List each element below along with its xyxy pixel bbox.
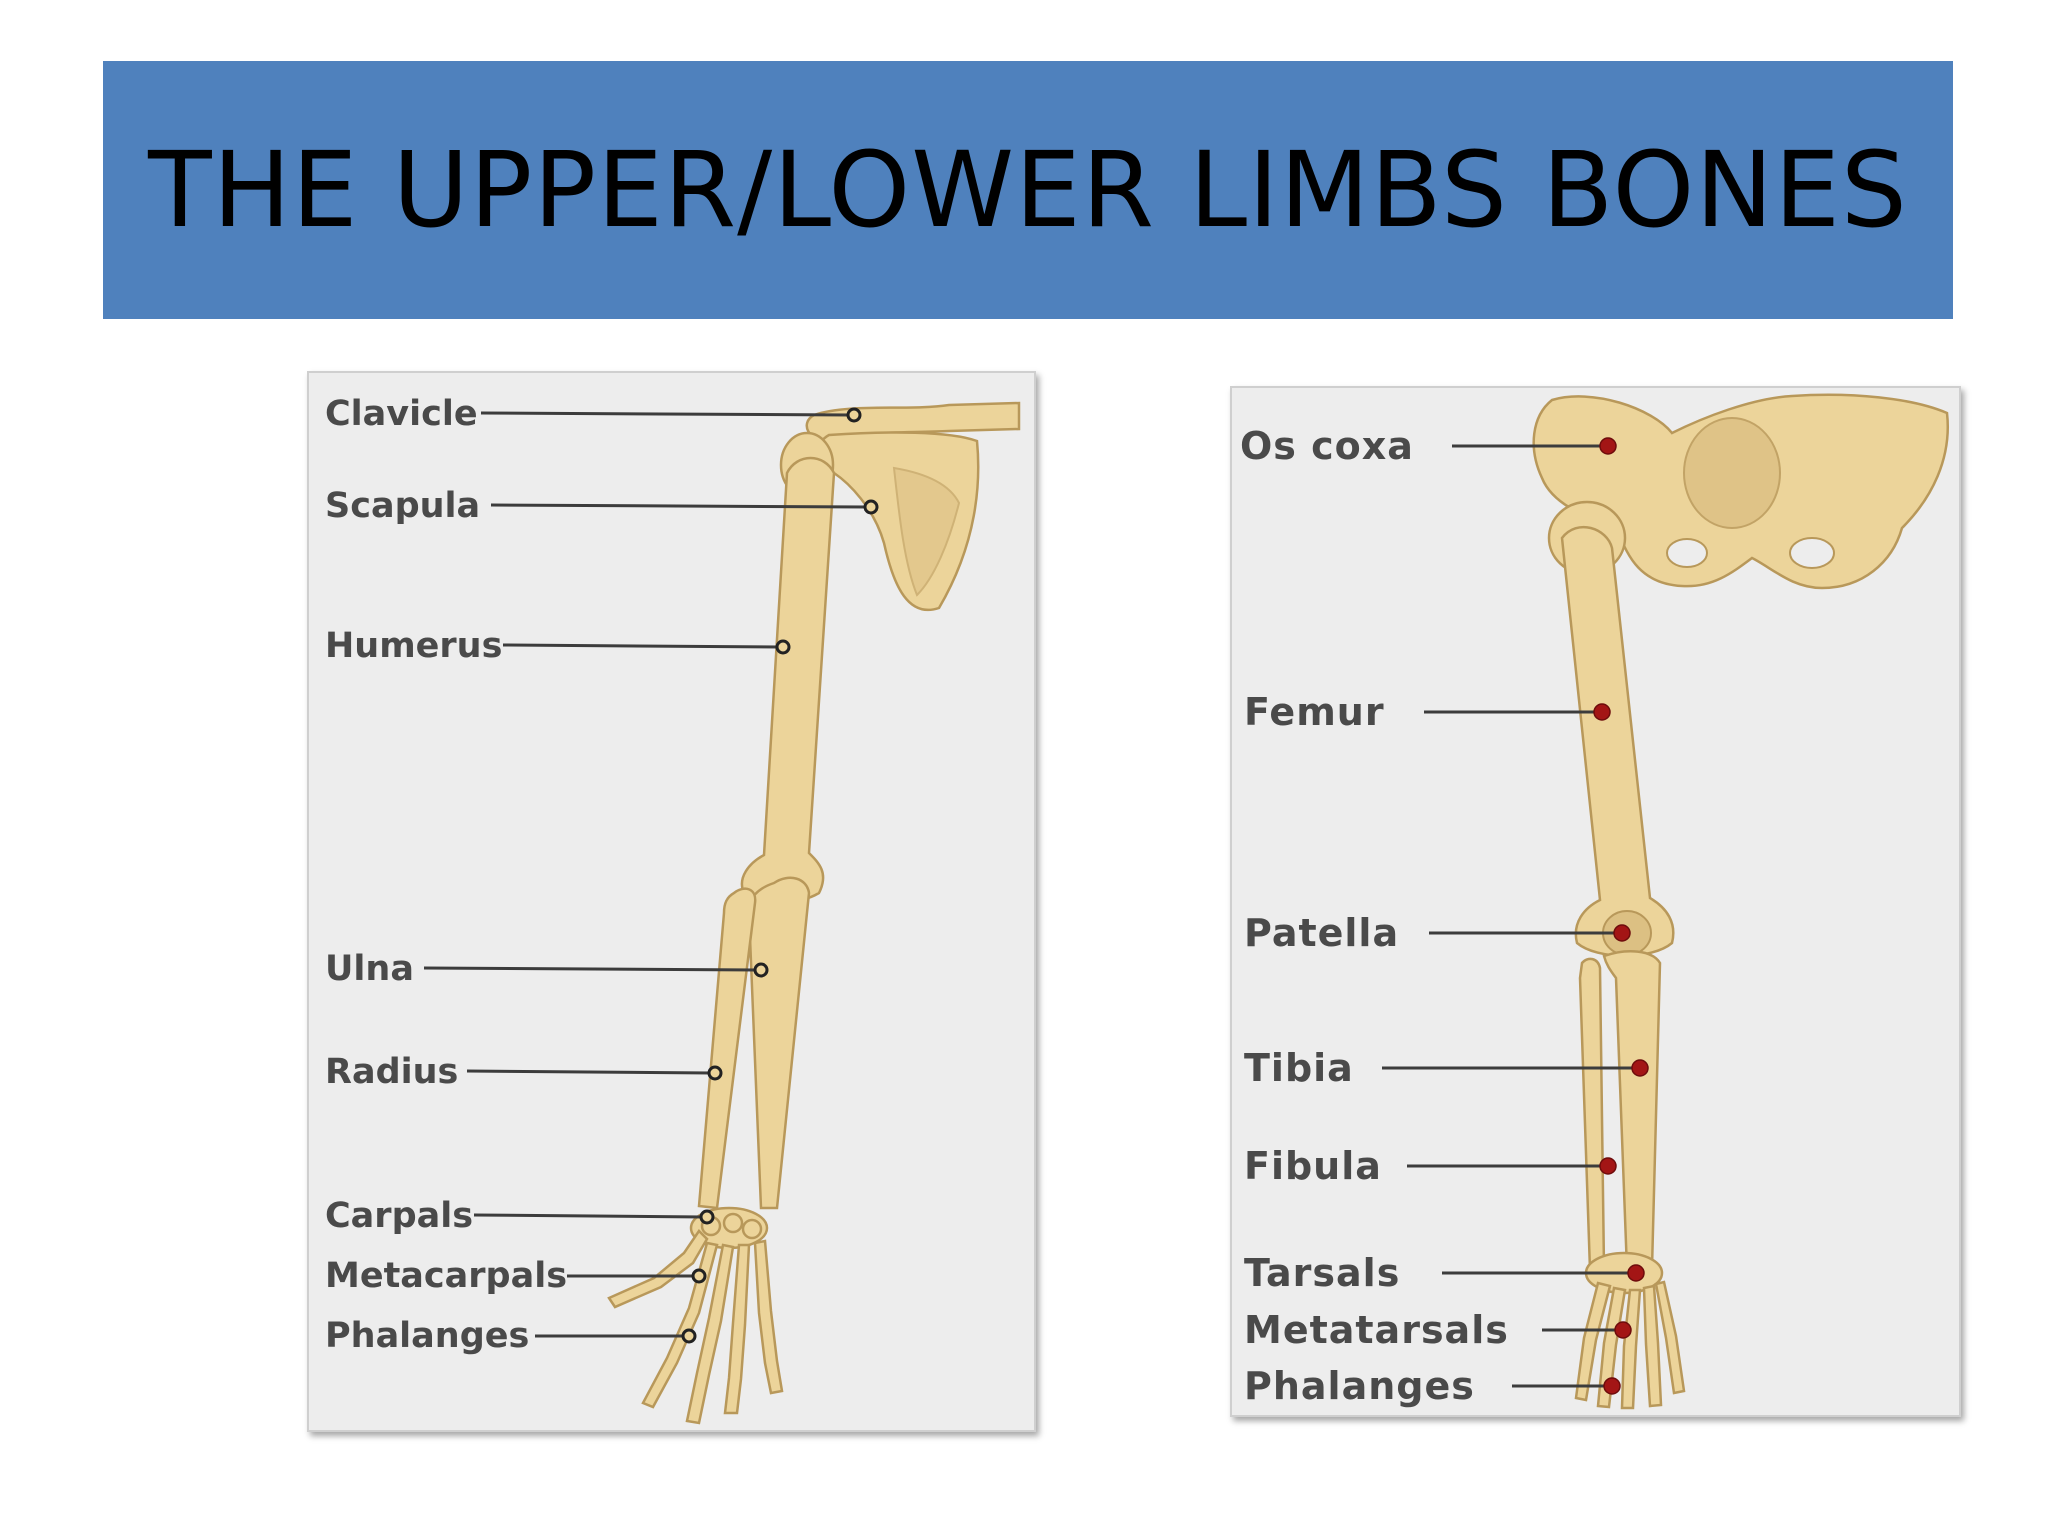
radius-marker <box>707 1065 723 1081</box>
label-radius: Radius <box>325 1052 458 1092</box>
label-patella: Patella <box>1244 911 1399 955</box>
ulna-leader <box>423 966 758 972</box>
radius-bone <box>697 887 757 1210</box>
toe-bone <box>1596 1286 1627 1409</box>
label-os-coxa: Os coxa <box>1240 424 1414 468</box>
scapula-leader <box>490 503 868 509</box>
patella-marker <box>1613 924 1631 942</box>
tibia-bone <box>1602 950 1662 1272</box>
phalanges-lower-marker <box>1603 1377 1621 1395</box>
label-tibia: Tibia <box>1244 1046 1354 1090</box>
toe-bone <box>1654 1280 1686 1395</box>
metacarpals-marker <box>691 1268 707 1284</box>
label-metacarpals: Metacarpals <box>325 1256 567 1296</box>
fibula-bone <box>1578 957 1606 1272</box>
humerus-marker <box>775 639 791 655</box>
os-coxa-marker <box>1599 437 1617 455</box>
label-phalanges-lower: Phalanges <box>1244 1364 1475 1408</box>
label-femur: Femur <box>1244 690 1385 734</box>
finger-bone <box>685 1243 735 1425</box>
metatarsals-marker <box>1614 1321 1632 1339</box>
obturator-foramen-left <box>1666 538 1708 568</box>
label-ulna: Ulna <box>325 949 414 989</box>
thumb-bone <box>607 1229 709 1309</box>
toe-bone <box>1620 1288 1642 1410</box>
label-tarsals: Tarsals <box>1244 1251 1400 1295</box>
label-carpals: Carpals <box>325 1196 473 1236</box>
label-clavicle: Clavicle <box>325 394 478 434</box>
radius-leader <box>466 1069 712 1075</box>
scapula-marker <box>863 499 879 515</box>
ulna-marker <box>753 962 769 978</box>
label-humerus: Humerus <box>325 626 502 666</box>
tarsals-marker <box>1627 1264 1645 1282</box>
label-phalanges-upper: Phalanges <box>325 1316 529 1356</box>
title-banner: THE UPPER/LOWER LIMBS BONES <box>103 61 1953 319</box>
lower-limb-illustration: Os coxa Femur Patella Tibia Fibula Tarsa… <box>1240 393 1949 1410</box>
carpals-marker <box>699 1209 715 1225</box>
lower-limb-diagram: Os coxa Femur Patella Tibia Fibula Tarsa… <box>1230 386 1961 1417</box>
humerus-leader <box>502 643 780 649</box>
finger-bone <box>753 1239 784 1395</box>
toe-bone <box>1642 1284 1663 1408</box>
obturator-foramen-right <box>1789 537 1835 569</box>
phalanges-marker <box>681 1328 697 1344</box>
carpals-leader <box>473 1213 705 1219</box>
femur-marker <box>1593 703 1611 721</box>
label-fibula: Fibula <box>1244 1144 1382 1188</box>
toe-bone <box>1574 1281 1612 1402</box>
clavicle-marker <box>846 407 862 423</box>
femur-bone <box>1560 526 1675 957</box>
fibula-marker <box>1599 1157 1617 1175</box>
tibia-marker <box>1631 1059 1649 1077</box>
finger-bone <box>723 1243 751 1415</box>
finger-bone <box>641 1241 719 1409</box>
carpal-bone <box>722 1212 744 1234</box>
slide-title: THE UPPER/LOWER LIMBS BONES <box>148 129 1908 251</box>
carpal-bone <box>741 1218 763 1240</box>
label-scapula: Scapula <box>325 486 480 526</box>
upper-limb-diagram: Clavicle Scapula Humerus Ulna Radius Car… <box>307 371 1036 1432</box>
ulna-bone <box>747 876 811 1210</box>
sacrum <box>1683 417 1781 529</box>
clavicle-leader <box>480 411 852 417</box>
label-metatarsals: Metatarsals <box>1244 1308 1509 1352</box>
upper-limb-illustration: Clavicle Scapula Humerus Ulna Radius Car… <box>325 394 1021 1425</box>
humerus-bone <box>740 456 836 904</box>
scapula-shading <box>892 466 961 597</box>
